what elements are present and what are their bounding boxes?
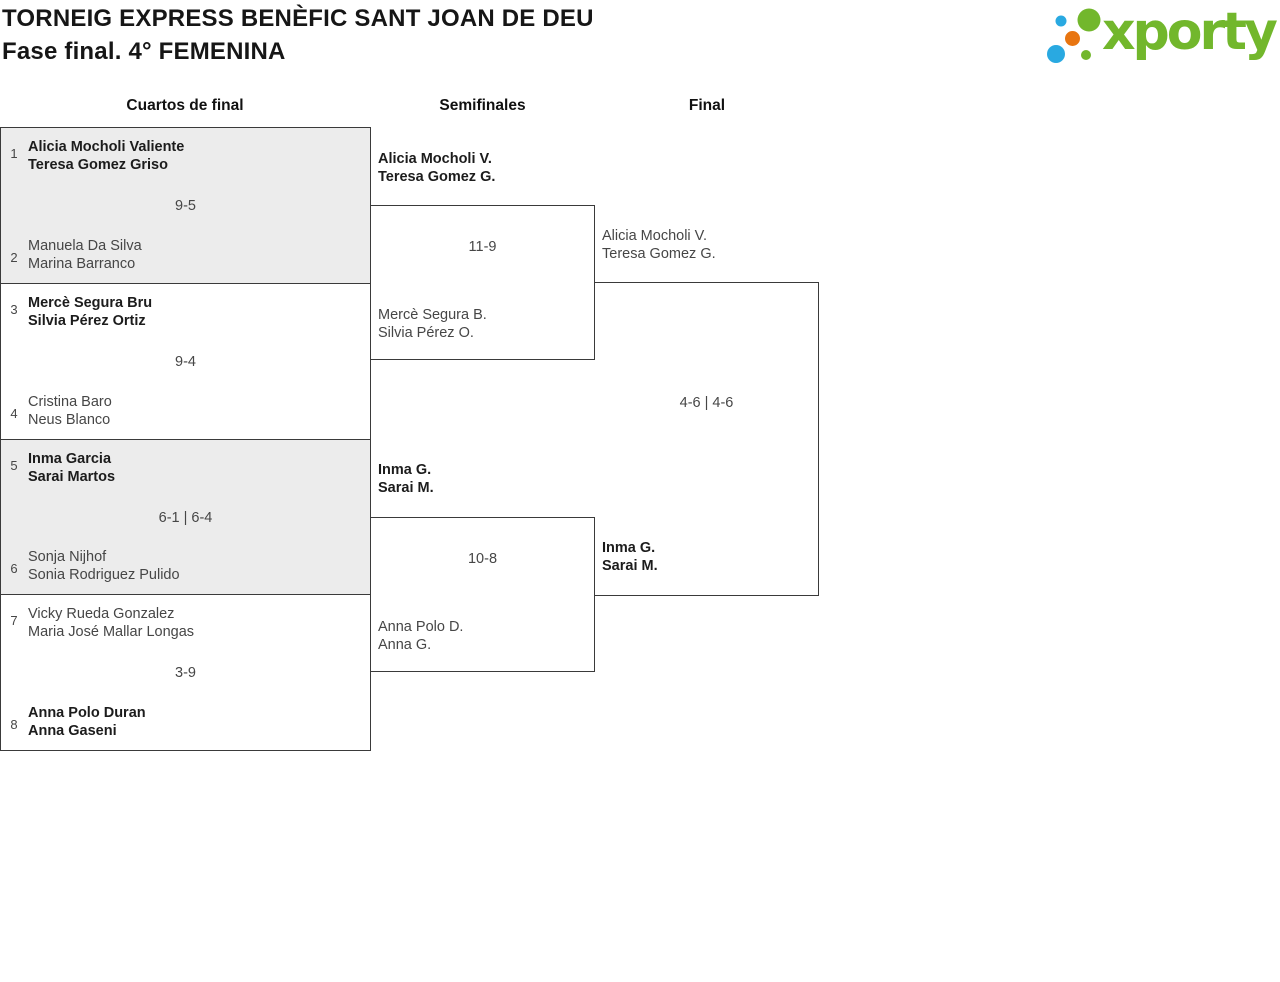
- tournament-title: TORNEIG EXPRESS BENÈFIC SANT JOAN DE DEU: [2, 5, 594, 32]
- header: TORNEIG EXPRESS BENÈFIC SANT JOAN DE DEU…: [2, 2, 594, 68]
- team-name: Mercè Segura B.: [378, 307, 487, 323]
- team-pair: Vicky Rueda Gonzalez Maria José Mallar L…: [28, 605, 194, 641]
- seed-number: 2: [10, 249, 18, 265]
- team-name: Anna Polo Duran: [28, 705, 146, 721]
- xporty-logo-dots-icon: [1047, 8, 1101, 63]
- match-score: 4-6 | 4-6: [679, 395, 734, 411]
- logo-dot-green-large: [1077, 8, 1101, 32]
- team-name: Maria José Mallar Longas: [28, 624, 195, 641]
- match-score: 11-9: [468, 239, 497, 255]
- round-header-quarterfinals: Cuartos de final: [126, 97, 244, 114]
- seed-number: 5: [10, 457, 18, 473]
- team-name: Anna Polo D.: [378, 619, 464, 635]
- seed-number: 3: [10, 301, 18, 317]
- team-name: Teresa Gomez G.: [602, 246, 716, 262]
- round-header-semifinals: Semifinales: [439, 97, 526, 114]
- team-name: Neus Blanco: [28, 411, 111, 428]
- logo-dot-blue-large: [1047, 45, 1065, 63]
- team-pair: Alicia Mocholi Valiente Teresa Gomez Gri…: [28, 138, 184, 174]
- team-name: Anna Gaseni: [28, 723, 117, 739]
- team-name: Alicia Mocholi V.: [602, 228, 708, 244]
- team-name: Inma G.: [602, 540, 656, 556]
- quarterfinals-column: 1 Alicia Mocholi Valiente Teresa Gomez G…: [0, 127, 371, 751]
- team-name: Mercè Segura Bru: [28, 294, 153, 311]
- team-name: Teresa Gomez Griso: [28, 157, 168, 173]
- team-name: Sarai Martos: [28, 468, 116, 485]
- match-score: 6-1 | 6-4: [158, 509, 213, 526]
- seed-number: 8: [10, 717, 18, 732]
- team-pair: Cristina Baro Neus Blanco: [28, 393, 112, 429]
- seed-number: 7: [10, 613, 18, 629]
- seed-number: 6: [10, 561, 18, 577]
- team-name: Alicia Mocholi V.: [378, 151, 492, 167]
- team-name: Sarai M.: [378, 480, 434, 496]
- xporty-logo[interactable]: xporty: [1044, 2, 1278, 84]
- team-name: Sonja Nijhof: [28, 549, 107, 566]
- match-score: 10-8: [467, 551, 498, 567]
- team-name: Marina Barranco: [28, 255, 136, 272]
- final-match: 4-6 | 4-6: [595, 282, 819, 596]
- team-name: Sarai M.: [602, 558, 658, 574]
- seed-number: 4: [10, 405, 18, 421]
- match-score: 3-9: [175, 665, 196, 682]
- quarterfinal-match-3: 5 Inma Garcia Sarai Martos 6-1 | 6-4 6 S…: [1, 438, 370, 595]
- quarterfinal-match-4: 7 Vicky Rueda Gonzalez Maria José Mallar…: [1, 594, 370, 750]
- team-pair: Mercè Segura Bru Silvia Pérez Ortiz: [28, 294, 152, 330]
- team-pair: Manuela Da Silva Marina Barranco: [28, 237, 142, 273]
- semifinal-match-1: 11-9: [370, 205, 595, 360]
- team-name: Inma G.: [378, 462, 432, 478]
- quarterfinal-match-2: 3 Mercè Segura Bru Silvia Pérez Ortiz 9-…: [1, 282, 370, 439]
- final-team-bottom-champion: Inma G. Sarai M.: [602, 539, 658, 575]
- round-header-final: Final: [688, 97, 726, 114]
- team-name: Cristina Baro: [28, 393, 112, 410]
- team-name: Inma Garcia: [28, 450, 112, 467]
- team-name: Vicky Rueda Gonzalez: [28, 606, 175, 623]
- xporty-wordmark: xporty: [1102, 2, 1278, 62]
- logo-dot-green-small: [1081, 50, 1091, 60]
- semifinal-2-team-bottom: Anna Polo D. Anna G.: [378, 618, 463, 654]
- team-name: Alicia Mocholi Valiente: [28, 139, 185, 155]
- match-score: 9-4: [175, 353, 196, 370]
- team-name: Silvia Pérez O.: [378, 325, 474, 341]
- logo-dot-orange: [1065, 31, 1080, 46]
- semifinal-1-team-top: Alicia Mocholi V. Teresa Gomez G.: [378, 150, 495, 186]
- semifinal-1-team-bottom: Mercè Segura B. Silvia Pérez O.: [378, 306, 487, 342]
- logo-dot-blue-small: [1055, 15, 1067, 27]
- team-name: Silvia Pérez Ortiz: [28, 312, 146, 329]
- seed-number: 1: [10, 146, 18, 161]
- team-pair: Inma Garcia Sarai Martos: [28, 450, 115, 486]
- team-name: Manuela Da Silva: [28, 237, 142, 254]
- team-pair: Sonja Nijhof Sonia Rodriguez Pulido: [28, 548, 180, 584]
- semifinal-2-team-top: Inma G. Sarai M.: [378, 461, 434, 497]
- team-name: Teresa Gomez G.: [378, 169, 496, 185]
- quarterfinal-match-1: 1 Alicia Mocholi Valiente Teresa Gomez G…: [1, 128, 370, 283]
- team-name: Sonia Rodriguez Pulido: [28, 567, 180, 584]
- team-name: Anna G.: [378, 637, 432, 653]
- team-pair: Anna Polo Duran Anna Gaseni: [28, 704, 146, 740]
- final-team-top: Alicia Mocholi V. Teresa Gomez G.: [602, 227, 716, 263]
- match-score: 9-5: [175, 198, 196, 214]
- tournament-subtitle: Fase final. 4° FEMENINA: [2, 38, 286, 65]
- semifinal-match-2: 10-8: [370, 517, 595, 672]
